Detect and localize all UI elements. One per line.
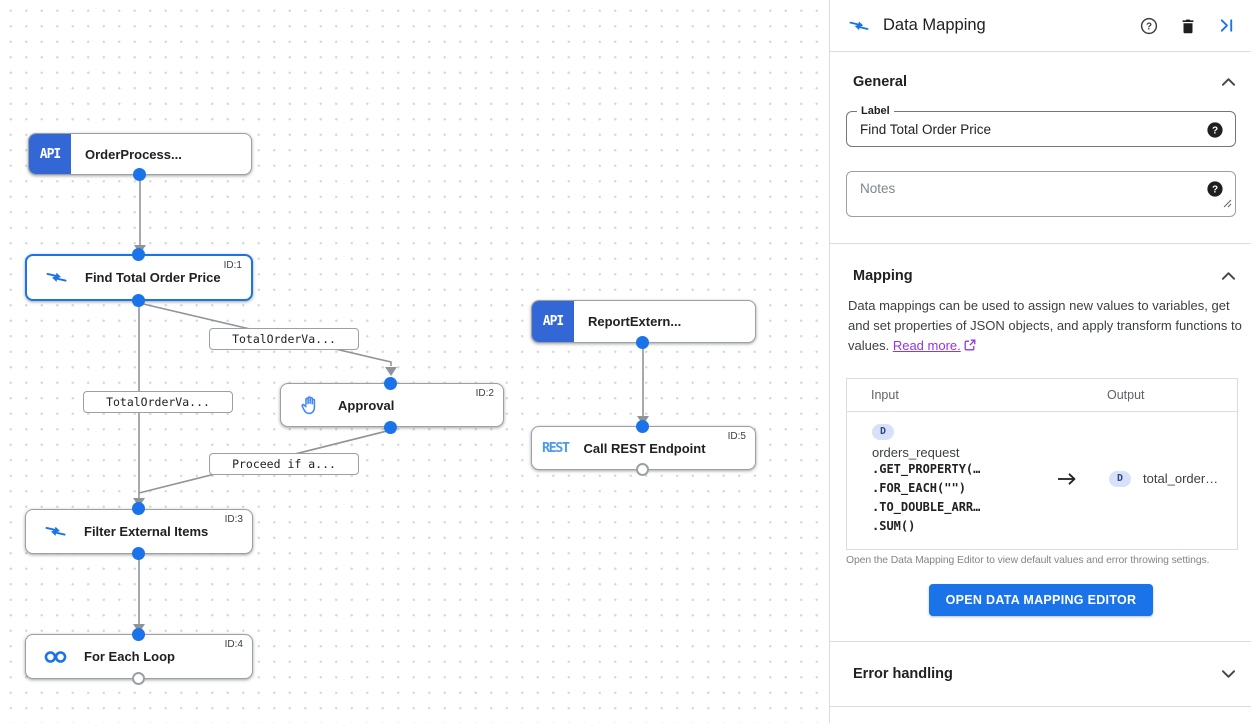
output-variable-name: total_order… <box>1143 471 1219 486</box>
transform-function: .FOR_EACH("") <box>872 481 966 495</box>
approval-hand-icon <box>299 394 321 416</box>
input-variable-name: orders_request <box>872 445 960 460</box>
label-input[interactable] <box>860 112 1190 146</box>
mapping-output-cell: D total_order… <box>1107 470 1219 487</box>
config-panel: Data Mapping General <box>829 0 1251 723</box>
label-field: Label <box>846 105 1236 147</box>
mapping-description: Data mappings can be used to assign new … <box>848 296 1242 357</box>
notes-input[interactable] <box>860 181 1190 211</box>
read-more-link[interactable]: Read more. <box>892 338 961 353</box>
general-heading: General <box>853 74 907 90</box>
node-label: Filter External Items <box>84 524 209 539</box>
mapping-section: Mapping Data mappings can be used to ass… <box>830 244 1251 616</box>
edge-label-proceed-if[interactable]: Proceed if a... <box>209 453 359 475</box>
connector-dot[interactable] <box>132 547 145 560</box>
connector-dot[interactable] <box>132 502 145 515</box>
trash-icon[interactable] <box>1179 17 1197 35</box>
data-mapping-icon <box>848 17 870 35</box>
connector-dot[interactable] <box>132 628 145 641</box>
mapping-section-header[interactable]: Mapping <box>846 268 1236 284</box>
section-divider <box>830 641 1251 642</box>
node-id-badge: ID:1 <box>223 260 242 271</box>
workflow-canvas[interactable]: TotalOrderVa... TotalOrderVa... Proceed … <box>0 0 829 723</box>
node-label: ReportExtern... <box>588 314 682 329</box>
node-for-each-loop[interactable]: For Each Loop ID:4 <box>25 634 253 679</box>
transform-function: .SUM() <box>872 519 916 533</box>
mapping-table: Input Output D orders_request .GET_PROPE… <box>846 378 1238 550</box>
node-id-badge: ID:2 <box>475 388 494 399</box>
general-section-header[interactable]: General <box>846 74 1236 90</box>
panel-title: Data Mapping <box>883 16 986 34</box>
connector-dot[interactable] <box>636 336 649 349</box>
node-label: Find Total Order Price <box>85 270 221 285</box>
error-handling-heading: Error handling <box>853 666 953 682</box>
mapping-row[interactable]: D orders_request .GET_PROPERTY(… .FOR_EA… <box>847 412 1237 549</box>
node-label: Call REST Endpoint <box>583 440 706 456</box>
edge-mapping-to-approval <box>138 302 392 366</box>
section-divider <box>830 706 1251 707</box>
node-id-badge: ID:4 <box>224 639 243 650</box>
node-label: OrderProcess... <box>85 146 182 162</box>
rest-badge: REST <box>542 440 570 456</box>
mapping-description-text: Data mappings can be used to assign new … <box>848 298 1242 353</box>
label-help-icon[interactable] <box>1207 122 1223 138</box>
transform-function: .GET_PROPERTY(… <box>872 462 981 476</box>
chevron-up-icon[interactable] <box>1221 271 1236 281</box>
node-id-badge: ID:5 <box>727 431 746 442</box>
connector-dot[interactable] <box>132 294 145 307</box>
output-column-header: Output <box>1107 388 1145 402</box>
connector-dot[interactable] <box>133 168 146 181</box>
node-label: Approval <box>338 397 395 413</box>
node-call-rest-endpoint[interactable]: REST Call REST Endpoint ID:5 <box>531 426 756 470</box>
node-label: For Each Loop <box>84 649 175 664</box>
edge-layer <box>133 176 649 633</box>
open-data-mapping-editor-button[interactable]: OPEN DATA MAPPING EDITOR <box>928 584 1154 616</box>
datatype-badge: D <box>1109 470 1132 487</box>
chevron-up-icon[interactable] <box>1221 77 1236 87</box>
general-section: General Label <box>830 52 1251 243</box>
mapping-heading: Mapping <box>853 268 913 284</box>
help-icon[interactable] <box>1140 17 1158 35</box>
transform-function: .TO_DOUBLE_ARR… <box>872 500 981 514</box>
mapping-input-cell: D orders_request .GET_PROPERTY(… .FOR_EA… <box>847 421 1027 536</box>
connector-dot-open[interactable] <box>132 672 145 685</box>
panel-header: Data Mapping <box>830 0 1251 52</box>
external-link-icon <box>964 337 976 357</box>
chevron-down-icon[interactable] <box>1221 669 1236 679</box>
label-field-legend: Label <box>857 105 894 117</box>
collapse-panel-icon[interactable] <box>1218 17 1235 34</box>
api-trigger-badge: API <box>532 301 574 342</box>
connector-dot[interactable] <box>384 421 397 434</box>
datatype-badge: D <box>872 424 895 440</box>
node-reportextern-trigger[interactable]: API ReportExtern... <box>531 300 756 343</box>
api-trigger-badge: API <box>29 134 71 174</box>
edge-label-totalorderva-2[interactable]: TotalOrderVa... <box>83 391 233 413</box>
arrowhead <box>385 367 397 376</box>
maps-to-arrow-icon <box>1027 471 1107 487</box>
connector-dot[interactable] <box>636 420 649 433</box>
edge-label-totalorderva-1[interactable]: TotalOrderVa... <box>209 328 359 350</box>
resize-handle-icon[interactable] <box>1223 195 1232 213</box>
notes-help-icon[interactable] <box>1207 181 1223 197</box>
connector-dot[interactable] <box>384 377 397 390</box>
data-mapping-icon <box>44 522 67 541</box>
node-id-badge: ID:3 <box>224 514 243 525</box>
connector-dot[interactable] <box>132 248 145 261</box>
node-filter-external-items[interactable]: Filter External Items ID:3 <box>25 509 253 554</box>
loop-infinity-icon <box>44 650 67 664</box>
notes-field <box>846 171 1236 217</box>
error-handling-section: Error handling <box>830 642 1251 706</box>
input-column-header: Input <box>871 388 899 402</box>
data-mapping-icon <box>45 268 68 287</box>
error-handling-section-header[interactable]: Error handling <box>846 666 1236 682</box>
mapping-table-header: Input Output <box>847 379 1237 412</box>
mapping-table-caption: Open the Data Mapping Editor to view def… <box>846 555 1210 566</box>
section-divider <box>830 243 1251 244</box>
connector-dot-open[interactable] <box>636 463 649 476</box>
